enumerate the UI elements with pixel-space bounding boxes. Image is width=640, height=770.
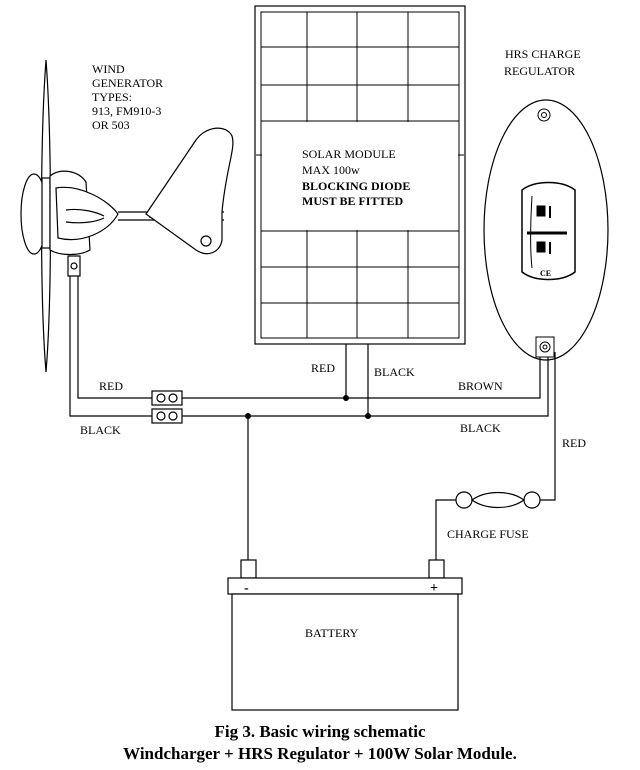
wire-label-wind-red: RED bbox=[99, 379, 123, 393]
regulator-mount-hole bbox=[537, 108, 551, 122]
wind-generator bbox=[20, 59, 234, 373]
regulator-indicator-bottom bbox=[536, 241, 546, 253]
wire-label-fuse-red: RED bbox=[562, 436, 586, 450]
solar-line-3: BLOCKING DIODE bbox=[302, 179, 410, 193]
regulator-housing bbox=[483, 99, 609, 361]
solar-label-panel bbox=[262, 122, 458, 230]
hrs-regulator bbox=[483, 99, 609, 361]
wire-black-bus bbox=[182, 357, 549, 417]
wire-fuse-red bbox=[540, 352, 556, 501]
battery-lid bbox=[227, 577, 463, 595]
wire-battery-positive bbox=[435, 499, 456, 560]
junction-dot bbox=[245, 413, 251, 419]
solar-line-4: MUST BE FITTED bbox=[302, 194, 403, 208]
wire-label-solar-red: RED bbox=[311, 361, 335, 375]
figure-caption-subtitle: Windcharger + HRS Regulator + 100W Solar… bbox=[123, 744, 517, 763]
battery-label: BATTERY bbox=[305, 626, 359, 640]
junction-dot bbox=[365, 413, 371, 419]
wire-label-regulator-black: BLACK bbox=[460, 421, 501, 435]
wind-label-line: 913, FM910-3 bbox=[92, 104, 161, 118]
wiring bbox=[69, 276, 556, 560]
battery-terminal-positive bbox=[428, 559, 445, 579]
solar-frame-inner bbox=[260, 11, 460, 339]
charge-fuse-label: CHARGE FUSE bbox=[447, 527, 529, 541]
wind-connectors bbox=[151, 390, 183, 424]
solar-module bbox=[254, 5, 466, 345]
battery-terminal-negative bbox=[240, 559, 257, 579]
battery bbox=[227, 559, 463, 711]
battery-positive-sign: + bbox=[430, 581, 438, 596]
regulator-face-panel bbox=[521, 181, 576, 281]
battery-case bbox=[231, 593, 459, 711]
wire-wind-black bbox=[69, 276, 152, 417]
wind-body bbox=[55, 186, 119, 241]
charge-fuse bbox=[455, 491, 541, 509]
solar-line-2: MAX 100w bbox=[302, 163, 360, 177]
wind-label-line: WIND bbox=[92, 62, 125, 76]
wind-label-line: OR 503 bbox=[92, 118, 130, 132]
figure-caption-title: Fig 3. Basic wiring schematic bbox=[214, 722, 426, 741]
regulator-label-line: REGULATOR bbox=[504, 64, 575, 78]
wind-label-line: GENERATOR bbox=[92, 76, 163, 90]
regulator-label-line: HRS CHARGE bbox=[505, 47, 581, 61]
junction-dots bbox=[245, 395, 371, 419]
solar-line-1: SOLAR MODULE bbox=[302, 147, 396, 161]
wire-red-bus bbox=[182, 357, 541, 399]
wire-label-wind-black: BLACK bbox=[80, 423, 121, 437]
wire-label-brown: BROWN bbox=[458, 379, 503, 393]
wiring-schematic: WIND GENERATOR TYPES: 913, FM910-3 OR 50… bbox=[20, 5, 609, 711]
junction-dot bbox=[343, 395, 349, 401]
regulator-label: HRS CHARGE REGULATOR bbox=[504, 47, 584, 78]
wire-wind-red bbox=[77, 276, 152, 399]
wind-generator-label: WIND GENERATOR TYPES: 913, FM910-3 OR 50… bbox=[92, 62, 166, 132]
ce-mark: CE bbox=[540, 269, 551, 278]
wind-tail-fin bbox=[145, 127, 234, 255]
wind-label-line: TYPES: bbox=[92, 90, 132, 104]
wire-label-solar-black: BLACK bbox=[374, 365, 415, 379]
solar-frame-outer bbox=[254, 5, 466, 345]
battery-negative-sign: - bbox=[244, 581, 249, 596]
regulator-indicator-top bbox=[536, 205, 546, 217]
